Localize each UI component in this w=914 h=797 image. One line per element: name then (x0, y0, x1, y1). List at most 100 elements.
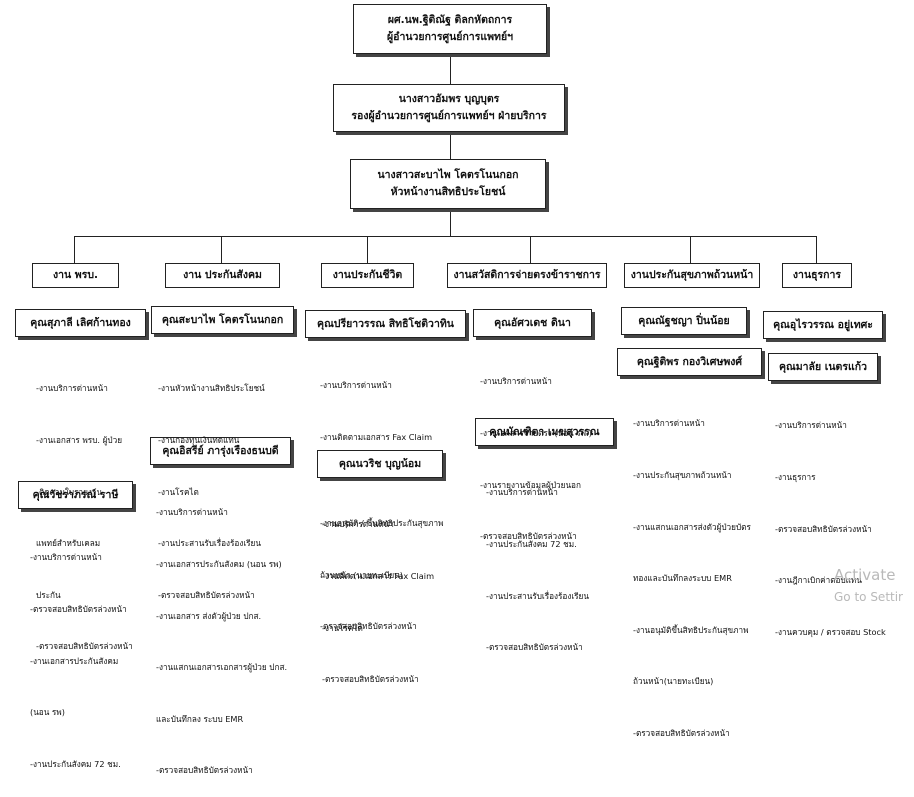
staff-box: คุณสะบาไพ โคตรโนนกอก (151, 306, 294, 334)
staff-name: คุณณัฐชญา ปิ่นน้อย (638, 314, 730, 327)
staff-name: คุณอัศวเดช ดินา (494, 316, 571, 329)
duty-item: -งานบริการด่านหน้า (633, 418, 705, 429)
duty-item: -งานประสานรับเรื่องร้องเรียน (486, 590, 589, 601)
staff-box: คุณมาลัย เนตรแก้ว (768, 353, 878, 381)
duty-item: -งานบริการด่านหน้า (775, 420, 847, 431)
duty-item: -งานอนุมัติ / ขึ้นสิทธิประกันสุขภาพ (320, 518, 444, 529)
duty-list: -งานบริการด่านหน้า -ตรวจสอบสิทธิบัตรล่วง… (30, 515, 127, 790)
duty-item: -งานเอกสารประกันสังคม (นอน รพ) (156, 559, 282, 570)
staff-box: คุณอุไรวรรณ อยู่เทศะ (763, 311, 883, 339)
duty-item: -งานควบคุม / ตรวจสอบ Stock (775, 626, 886, 637)
connector-u2 (221, 236, 222, 263)
deputy-title: รองผู้อำนวยการศูนย์การแพทย์ฯ ฝ่ายบริการ (351, 110, 547, 122)
staff-name: คุณสะบาไพ โคตรโนนกอก (161, 313, 284, 326)
duty-item: -ตรวจสอบสิทธิบัตรล่วงหน้า (486, 642, 583, 653)
unit-label: งานสวัสดิการจ่ายตรงข้าราชการ (453, 269, 601, 281)
duty-item: -ตรวจสอบสิทธิบัตรล่วงหน้า (480, 531, 577, 542)
duty-item: -งานธุรการ (775, 472, 816, 483)
unit-box-admin: งานธุรการ (782, 263, 852, 288)
duty-item: -ตรวจสอบสิทธิบัตรล่วงหน้า (30, 604, 127, 615)
duty-item: -งานเอกสารประกันสังคม (30, 655, 119, 666)
staff-box: คุณวัชราภรณ์ ราษี (18, 481, 133, 509)
connector-deputy-head (450, 132, 451, 159)
unit-label: งานประกันชีวิต (332, 269, 403, 281)
connector-u5 (690, 236, 691, 263)
duty-item: -งานบริการด่านหน้า (480, 376, 552, 387)
deputy-name: นางสาวอัมพร บุญบุตร (398, 93, 500, 105)
director-box: ผศ.นพ.ฐิติณัฐ ติลกหัตถการ ผู้อำนวยการศูน… (353, 4, 547, 54)
duty-item: -งานบริการด่านหน้า (322, 519, 394, 530)
duty-item: -งานประกันสังคม 72 ชม. (486, 539, 577, 550)
duty-item: -ตรวจสอบสิทธิบัตรล่วงหน้า (158, 589, 255, 600)
connector-director-deputy (450, 54, 451, 84)
head-name: นางสาวสะบาไพ โคตรโนนกอก (377, 169, 519, 181)
duty-item: ทองและบันทึกลงระบบ EMR (633, 573, 732, 584)
connector-u4 (530, 236, 531, 263)
duty-list: -งานหัวหน้างานสิทธิประโยชน์ -งานกองทุนเง… (158, 346, 265, 621)
staff-box: คุณณัฐชญา ปิ่นน้อย (621, 307, 747, 335)
staff-box: คุณฐิติพร กองวิเศษพงศ์ (617, 348, 762, 376)
duty-item: -งานบริการด่านหน้า (486, 487, 558, 498)
staff-box: คุณอัศวเดช ดินา (473, 309, 592, 337)
duty-item: -งานติดตามเอกสาร Fax Claim (322, 571, 435, 582)
duty-item: และบันทึกลง ระบบ EMR (156, 713, 244, 724)
director-title: ผู้อำนวยการศูนย์การแพทย์ฯ (386, 31, 514, 43)
duty-item: -งานโรคไต (158, 486, 199, 497)
staff-name: คุณฐิติพร กองวิเศษพงศ์ (636, 355, 743, 368)
staff-name: คุณมัณฑิตา เมฆสุวรรณ (489, 425, 600, 438)
connector-u1 (74, 236, 75, 263)
staff-name: คุณอุไรวรรณ อยู่เทศะ (773, 318, 873, 331)
staff-name: คุณสุภาลี เลิศก้านทอง (30, 316, 131, 329)
duty-item: -งานบริการด่านหน้า (30, 552, 102, 563)
duty-item: แพทย์สำหรับเคลม (36, 538, 101, 549)
duty-item: -งานกองทุนเงินทดแทน (158, 435, 240, 446)
unit-box-social-security: งาน ประกันสังคม (165, 263, 280, 288)
head-box: นางสาวสะบาไพ โคตรโนนกอก หัวหน้างานสิทธิป… (350, 159, 546, 209)
staff-box: คุณอิสรีย์ ภารุ่งเรืองธนบดี (150, 437, 291, 465)
unit-box-civil-servant: งานสวัสดิการจ่ายตรงข้าราชการ (447, 263, 607, 288)
duty-item: -งานแสกนเอกสารเอกสารผู้ป่วย ปกส. (156, 662, 288, 673)
staff-box: คุณสุภาลี เลิศก้านทอง (15, 309, 146, 337)
staff-name: คุณปรียาวรรณ สิทธิโชติวาทิน (317, 317, 454, 330)
connector-u3 (367, 236, 368, 263)
duty-item: ถ้วนหน้า(นายทะเบียน) (633, 676, 714, 687)
duty-item: -งานบริการด่านหน้า (36, 383, 108, 394)
staff-box: คุณปรียาวรรณ สิทธิโชติวาทิน (305, 310, 466, 338)
duty-list: -งานบริการด่านหน้า -งานเอกสารประกันสังคม… (156, 470, 287, 797)
duty-item: -งานเอกสาร พรบ. ผู้ป่วย (36, 435, 123, 446)
duty-item: -ตรวจสอบสิทธิบัตรล่วงหน้า (775, 523, 872, 534)
duty-list: -งานบริการด่านหน้า -งานประกันสุขภาพถ้วนห… (633, 381, 751, 759)
staff-box: คุณมัณฑิตา เมฆสุวรรณ (475, 418, 614, 446)
staff-name: คุณมาลัย เนตรแก้ว (778, 360, 868, 373)
duty-list: -งานบริการด่านหน้า -งานธุรการ -ตรวจสอบสิ… (775, 383, 886, 658)
staff-box: คุณนวริช บุญน้อม (317, 450, 443, 478)
staff-name: คุณวัชราภรณ์ ราษี (32, 488, 119, 501)
activation-watermark-title: Activate (834, 566, 896, 584)
duty-item: -งานเอกสารจ่ายตรง (นอน รพ.) (480, 428, 592, 439)
duty-item: -ตรวจสอบสิทธิบัตรล่วงหน้า (156, 765, 253, 776)
duty-item: -ติดตามใบรายงาน (36, 486, 103, 497)
duty-item: -งานรายงานข้อมูลผู้ป่วยนอก (480, 479, 581, 490)
duty-item: ประกัน (36, 589, 61, 600)
director-name: ผศ.นพ.ฐิติณัฐ ติลกหัตถการ (387, 14, 513, 26)
duty-item: (นอน รพ) (30, 707, 65, 718)
duty-item: -งานประกันสุขภาพถ้วนหน้า (633, 470, 732, 481)
head-title: หัวหน้างานสิทธิประโยชน์ (390, 186, 506, 198)
unit-label: งานธุรการ (792, 269, 842, 281)
duty-item: -งานบริการด่านหน้า (320, 380, 392, 391)
staff-name: คุณอิสรีย์ ภารุ่งเรืองธนบดี (162, 444, 279, 457)
duty-item: -งานฎีกาเบิกค่าตอบแทน (775, 575, 862, 586)
unit-label: งาน พรบ. (52, 269, 99, 281)
duty-list: -งานบริการด่านหน้า -งานประกันสังคม 72 ชม… (486, 450, 589, 674)
unit-label: งานประกันสุขภาพถ้วนหน้า (630, 269, 754, 281)
unit-box-life-insurance: งานประกันชีวิต (321, 263, 414, 288)
unit-label: งาน ประกันสังคม (183, 269, 262, 281)
duty-item: -งานบริการด่านหน้า (156, 507, 228, 518)
duty-list: -งานบริการด่านหน้า -งานติดตามเอกสาร Fax … (322, 482, 434, 706)
connector-u6 (816, 236, 817, 263)
unit-box-universal-health: งานประกันสุขภาพถ้วนหน้า (624, 263, 760, 288)
duty-item: -งานแสกนเอกสารส่งตัวผู้ป่วยบัตร (633, 521, 751, 532)
duty-item: -งานติดตามเอกสาร Fax Claim (320, 432, 433, 443)
duty-list: -งานบริการด่านหน้า -งานเอกสารจ่ายตรง (นอ… (480, 339, 592, 563)
activation-watermark-subtitle: Go to Settir (834, 590, 903, 604)
